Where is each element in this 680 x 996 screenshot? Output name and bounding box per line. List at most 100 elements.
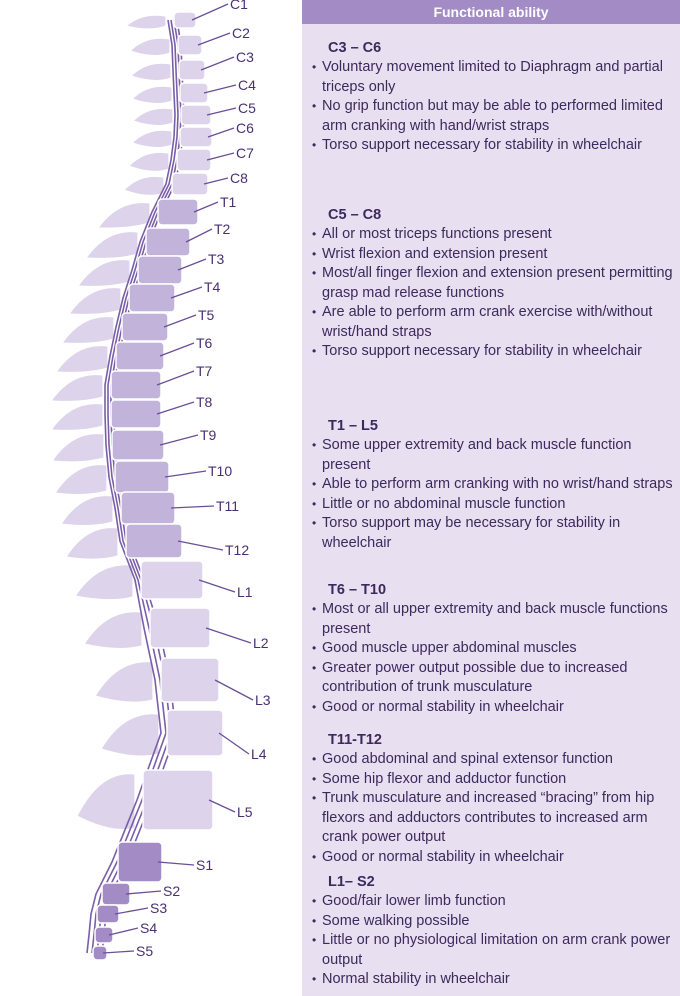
bullet-dot: • <box>312 477 317 491</box>
vertebra-t4 <box>128 283 176 313</box>
panel-title: Functional ability <box>302 0 680 24</box>
bullet-item: •Good abdominal and spinal extensor func… <box>312 750 677 770</box>
spinous-process <box>130 129 173 149</box>
vertebra-t1 <box>157 198 199 226</box>
vertebra-label: C7 <box>236 145 254 161</box>
spinous-process <box>50 432 105 463</box>
bullet-text: Torso support necessary for stability in… <box>322 137 642 153</box>
vertebra-c4 <box>179 82 209 104</box>
vertebra-label: T4 <box>204 279 221 295</box>
vertebra-c2 <box>177 34 203 56</box>
bullet-item: •All or most triceps functions present <box>312 225 677 245</box>
bullet-dot: • <box>312 344 317 358</box>
spinous-process <box>83 611 143 650</box>
leader-line <box>108 927 139 936</box>
section-t6-t10: T6 – T10•Most or all upper extremity and… <box>312 580 677 717</box>
vertebra-label: T9 <box>200 427 217 443</box>
vertebra-s4 <box>94 926 114 944</box>
section-c5-c8: C5 – C8•All or most triceps functions pr… <box>312 205 677 362</box>
leader-line <box>114 907 149 915</box>
leader-line <box>214 679 254 701</box>
spinous-process <box>131 107 174 127</box>
spinous-process <box>122 175 165 196</box>
bullet-item: •Good or normal stability in wheelchair <box>312 698 677 718</box>
leader-line <box>125 890 162 895</box>
section-title: T11-T12 <box>328 732 382 748</box>
vertebra-label: T6 <box>196 335 213 351</box>
bullet-dot: • <box>312 99 317 113</box>
section-title: T1 – L5 <box>328 418 378 434</box>
bullet-dot: • <box>312 660 317 675</box>
vertebra-label: L3 <box>255 692 271 708</box>
bullet-text: Some hip flexor and adductor function <box>322 770 567 787</box>
vertebra-t5 <box>121 312 169 342</box>
bullet-dot: • <box>312 972 317 986</box>
vertebra-label: S2 <box>163 883 180 899</box>
bullet-dot: • <box>312 438 317 452</box>
spinous-process <box>65 526 119 560</box>
bullet-item: •Most or all upper extremity and back mu… <box>312 600 677 639</box>
bullet-item: •Some hip flexor and adductor function <box>312 770 677 790</box>
bullet-text: Little or no abdominal muscle function <box>322 495 566 512</box>
vertebra-label: C2 <box>232 25 250 41</box>
bullet-item: •No grip function but may be able to per… <box>312 97 677 136</box>
bullet-item: •Little or no abdominal muscle function <box>312 495 677 515</box>
vertebra-l4 <box>166 709 224 757</box>
bullet-item: •Most/all finger flexion and extension p… <box>312 264 677 303</box>
leader-line <box>193 201 219 213</box>
leader-line <box>177 540 224 551</box>
vertebra-t11 <box>120 491 176 525</box>
spinous-process <box>49 373 104 403</box>
bullet-text: All or most triceps functions present <box>322 226 552 242</box>
bullet-item: •Able to perform arm cranking with no wr… <box>312 475 677 495</box>
bullet-text: Some upper extremity and back muscle fun… <box>322 437 632 473</box>
vertebra-label: T2 <box>214 221 231 237</box>
bullet-dot: • <box>312 849 317 864</box>
leader-line <box>185 228 213 243</box>
bullet-dot: • <box>312 791 317 805</box>
vertebra-label: C8 <box>230 170 248 186</box>
bullet-text: Good abdominal and spinal extensor funct… <box>322 751 613 767</box>
leader-line <box>157 861 195 866</box>
bullet-dot: • <box>312 894 317 908</box>
section-title: C3 – C6 <box>328 40 382 56</box>
bullet-item: • Some upper extremity and back muscle fu… <box>312 436 677 475</box>
leader-line <box>177 258 207 271</box>
section-l1-s2: L1– S2•Good/fair lower limb function•Som… <box>312 872 677 990</box>
vertebra-label: L5 <box>237 804 253 820</box>
vertebra-t3 <box>137 255 183 285</box>
spinous-process <box>130 85 173 105</box>
bullet-item: •Good/fair lower limb function <box>312 892 677 912</box>
bullet-text: Some walking possible <box>322 912 470 929</box>
vertebra-label: S3 <box>150 900 167 916</box>
spinous-process <box>128 37 171 57</box>
leader-line <box>197 32 231 46</box>
leader-line <box>170 505 215 509</box>
vertebra-t2 <box>145 227 191 257</box>
vertebra-label: T3 <box>208 251 225 267</box>
vertebra-label: C1 <box>230 0 248 12</box>
vertebra-s1 <box>117 841 163 883</box>
vertebra-label: L4 <box>251 746 267 762</box>
vertebra-label: L2 <box>253 635 269 651</box>
vertebra-t6 <box>115 341 165 371</box>
bullet-text: Trunk musculature and increased “bracing… <box>322 790 655 845</box>
bullet-text: Normal stability in wheelchair <box>322 971 510 987</box>
leader-line <box>207 127 235 138</box>
leader-line <box>170 286 203 299</box>
bullet-item: •Some walking possible <box>312 912 677 932</box>
spinal-cord-strand <box>86 19 176 954</box>
bullet-item: •Torso support necessary for stability i… <box>312 342 677 362</box>
vertebra-s2 <box>101 882 131 906</box>
bullet-dot: • <box>312 246 317 261</box>
section-title: L1– S2 <box>328 874 375 890</box>
bullet-item: •Are able to perform arm crank exercise … <box>312 303 677 342</box>
leader-line <box>191 3 229 21</box>
vertebra-label: C6 <box>236 120 254 136</box>
leader-line <box>198 579 236 593</box>
leader-line <box>218 732 250 755</box>
bullet-item: •Torso support necessary for stability i… <box>312 136 677 156</box>
spinous-process <box>94 661 154 703</box>
vertebra-c8 <box>171 172 209 196</box>
bullet-item: •Greater power output possible due to in… <box>312 659 677 698</box>
